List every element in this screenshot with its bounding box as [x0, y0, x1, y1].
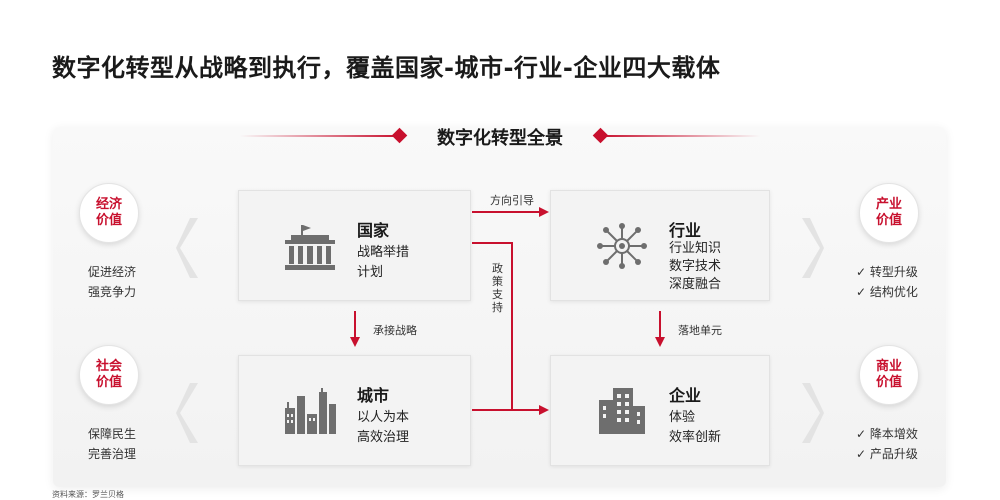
network-hub-icon	[597, 223, 647, 269]
business-value-items: ✓ 降本增效 ✓ 产品升级	[856, 424, 918, 464]
value-item: ✓ 转型升级	[856, 265, 918, 279]
chevron-left-icon	[176, 383, 198, 443]
industry-value: 产业 价值	[858, 183, 920, 243]
policy-support-label: 政策支持	[492, 262, 503, 314]
industry-box: 行业 行业知识 数字技术 深度融合	[550, 190, 770, 301]
city-line: 高效治理	[357, 430, 410, 445]
industry-title: 行业	[669, 221, 702, 240]
strategy-label: 承接战略	[373, 324, 417, 337]
enterprise-box: 企业 体验 效率创新	[550, 355, 770, 466]
value-item: ✓ 产品升级	[856, 447, 918, 461]
economic-value-items: 促进经济 强竞争力	[88, 262, 136, 302]
value-item: 促进经济	[88, 265, 137, 279]
value-name-line2: 价值	[95, 213, 122, 228]
panel-title: 数字化转型全景	[437, 128, 563, 149]
industry-value-items: ✓ 转型升级 ✓ 结构优化	[856, 262, 918, 302]
value-item: 强竞争力	[88, 285, 137, 299]
business-value-badge: 商业 价值	[859, 345, 919, 405]
city-skyline-icon	[285, 388, 336, 434]
landing-label: 落地单元	[678, 324, 722, 337]
city-title: 城市	[357, 386, 390, 405]
country-line: 战略举措	[357, 245, 410, 260]
country-title: 国家	[357, 221, 390, 240]
country-box: 国家 战略举措 计划	[238, 190, 471, 301]
office-building-icon	[599, 388, 645, 434]
industry-line: 数字技术	[669, 259, 722, 274]
city-box: 城市 以人为本 高效治理	[238, 355, 471, 466]
economic-value-badge: 经济 价值	[79, 183, 139, 243]
panel-header: 数字化转型全景	[240, 124, 760, 149]
header-line-left	[240, 135, 400, 137]
value-item: ✓ 降本增效	[856, 427, 918, 441]
business-value: 商业 价值	[858, 345, 920, 405]
country-line: 计划	[357, 265, 384, 280]
social-value-items: 保障民生 完善治理	[88, 424, 136, 464]
enterprise-line: 效率创新	[669, 430, 722, 445]
industry-line: 行业知识	[669, 241, 722, 256]
value-name-line1: 商业	[875, 359, 902, 374]
page-title: 数字化转型从战略到执行，覆盖国家-城市-行业-企业四大载体	[52, 54, 721, 82]
value-name-line2: 价值	[875, 213, 902, 228]
chevron-right-icon	[802, 383, 824, 443]
value-name-line1: 经济	[95, 197, 122, 212]
value-name-line1: 产业	[875, 197, 902, 212]
source-note: 资料来源：罗兰贝格	[52, 490, 124, 499]
value-item: ✓ 结构优化	[856, 285, 918, 299]
chevron-right-icon	[802, 218, 824, 278]
value-item: 保障民生	[88, 427, 137, 441]
value-item: 完善治理	[88, 447, 137, 461]
city-line: 以人为本	[357, 410, 410, 425]
enterprise-title: 企业	[669, 386, 702, 405]
value-name-line2: 价值	[95, 375, 122, 390]
economic-value: 经济 价值	[78, 183, 140, 243]
social-value: 社会 价值	[78, 345, 140, 405]
enterprise-line: 体验	[669, 410, 696, 425]
header-line-right	[600, 135, 760, 137]
industry-value-badge: 产业 价值	[859, 183, 919, 243]
value-name-line2: 价值	[875, 375, 902, 390]
social-value-badge: 社会 价值	[79, 345, 139, 405]
industry-line: 深度融合	[669, 277, 722, 292]
direction-guide-label: 方向引导	[490, 194, 534, 207]
government-building-icon	[285, 225, 335, 270]
chevron-left-icon	[176, 218, 198, 278]
value-name-line1: 社会	[95, 359, 122, 374]
